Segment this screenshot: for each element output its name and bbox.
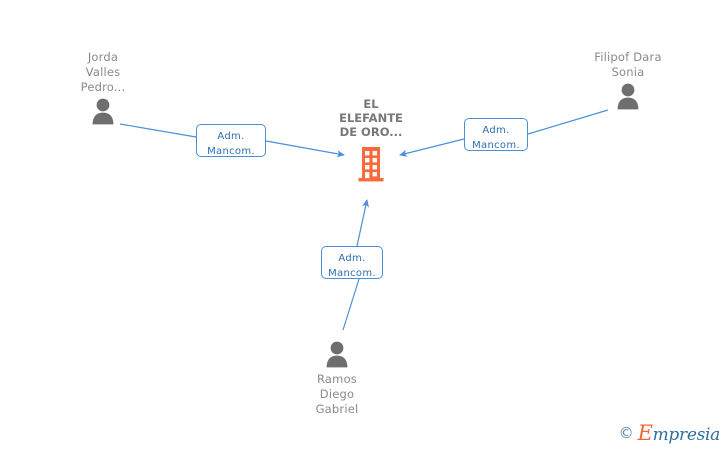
edge-filipof-to-box [527, 109, 609, 135]
person-icon [617, 83, 639, 110]
person-node-filipof-dara-sonia[interactable]: Filipof Dara Sonia [568, 50, 688, 110]
building-icon [358, 147, 384, 182]
company-node-el-elefante-de-oro[interactable]: EL ELEFANTE DE ORO... [296, 97, 446, 183]
brand-initial: E [637, 421, 653, 445]
relation-box-ramos[interactable]: Adm. Mancom. [321, 246, 383, 279]
person-label: Jorda Valles Pedro... [80, 50, 126, 94]
relation-box-jorda[interactable]: Adm. Mancom. [196, 124, 266, 157]
company-label: EL ELEFANTE DE ORO... [339, 97, 403, 139]
edge-ramos-to-box [342, 278, 360, 331]
relation-line-1: Adm. [338, 253, 366, 264]
relation-line-2: Mancom. [207, 146, 255, 157]
edge-box-to-company-bottom [356, 199, 370, 247]
edge-jorda-to-box [119, 123, 197, 138]
person-node-jorda-valles-pedro[interactable]: Jorda Valles Pedro... [43, 50, 163, 125]
person-node-ramos-diego-gabriel[interactable]: Ramos Diego Gabriel [277, 338, 397, 417]
relation-line-1: Adm. [482, 125, 510, 136]
person-icon [92, 98, 114, 125]
relation-box-filipof[interactable]: Adm. Mancom. [464, 118, 528, 151]
relation-line-2: Mancom. [328, 268, 376, 279]
copyright-icon: © [618, 424, 634, 442]
person-label: Filipof Dara Sonia [594, 50, 662, 79]
brand-rest: mpresia [652, 425, 721, 445]
relation-line-2: Mancom. [472, 140, 520, 151]
relation-line-1: Adm. [217, 131, 245, 142]
brand-wordmark: Empresia [637, 421, 721, 445]
person-icon [326, 341, 348, 368]
empresia-watermark: © Empresia [618, 421, 721, 445]
person-label: Ramos Diego Gabriel [315, 372, 359, 416]
